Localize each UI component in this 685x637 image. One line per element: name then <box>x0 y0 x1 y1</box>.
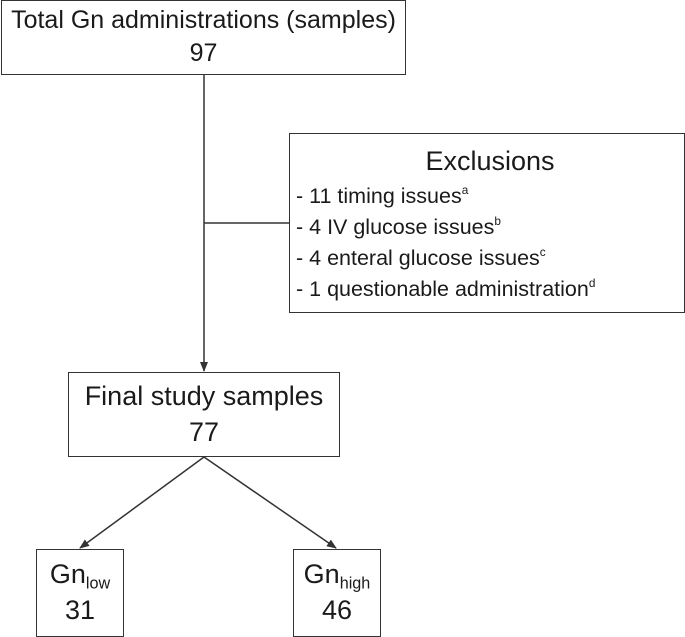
gn-low-box: Gnlow 31 <box>36 549 124 637</box>
total-administrations-box: Total Gn administrations (samples) 97 <box>1 0 406 75</box>
exclusion-item-text: - 1 questionable administration <box>296 277 589 301</box>
exclusion-item-text: - 4 enteral glucose issues <box>296 246 540 270</box>
footnote-marker: a <box>461 183 469 198</box>
arrow-final-to-high <box>203 456 337 549</box>
total-label: Total Gn administrations (samples) <box>11 6 396 34</box>
exclusions-box: Exclusions - 11 timing issuesa - 4 IV gl… <box>289 133 685 313</box>
footnote-marker: d <box>588 276 596 291</box>
final-count: 77 <box>188 417 220 447</box>
final-samples-box: Final study samples 77 <box>68 372 340 457</box>
exclusion-item-text: - 11 timing issues <box>296 184 462 208</box>
gn-high-subscript: high <box>339 574 371 593</box>
final-label: Final study samples <box>84 381 324 411</box>
gn-high-box: Gnhigh 46 <box>293 549 381 637</box>
gn-high-label: Gnhigh <box>294 556 380 592</box>
gn-low-base: Gn <box>49 559 86 589</box>
footnote-marker: b <box>494 214 501 229</box>
gn-low-label: Gnlow <box>37 556 123 592</box>
exclusion-item-iv-glucose: - 4 IV glucose issuesb <box>296 212 684 243</box>
arrow-final-to-low <box>79 456 205 549</box>
gn-low-count: 31 <box>64 595 96 625</box>
footnote-marker: c <box>539 245 546 260</box>
gn-high-base: Gn <box>303 559 340 589</box>
exclusion-item-text: - 4 IV glucose issues <box>296 215 495 239</box>
exclusion-item-questionable: - 1 questionable administrationd <box>296 274 684 305</box>
exclusions-title: Exclusions <box>425 146 555 176</box>
total-count: 97 <box>189 39 218 67</box>
exclusion-item-enteral-glucose: - 4 enteral glucose issuesc <box>296 243 684 274</box>
exclusion-item-timing: - 11 timing issuesa <box>296 181 684 212</box>
gn-high-count: 46 <box>321 595 353 625</box>
gn-low-subscript: low <box>85 574 111 593</box>
